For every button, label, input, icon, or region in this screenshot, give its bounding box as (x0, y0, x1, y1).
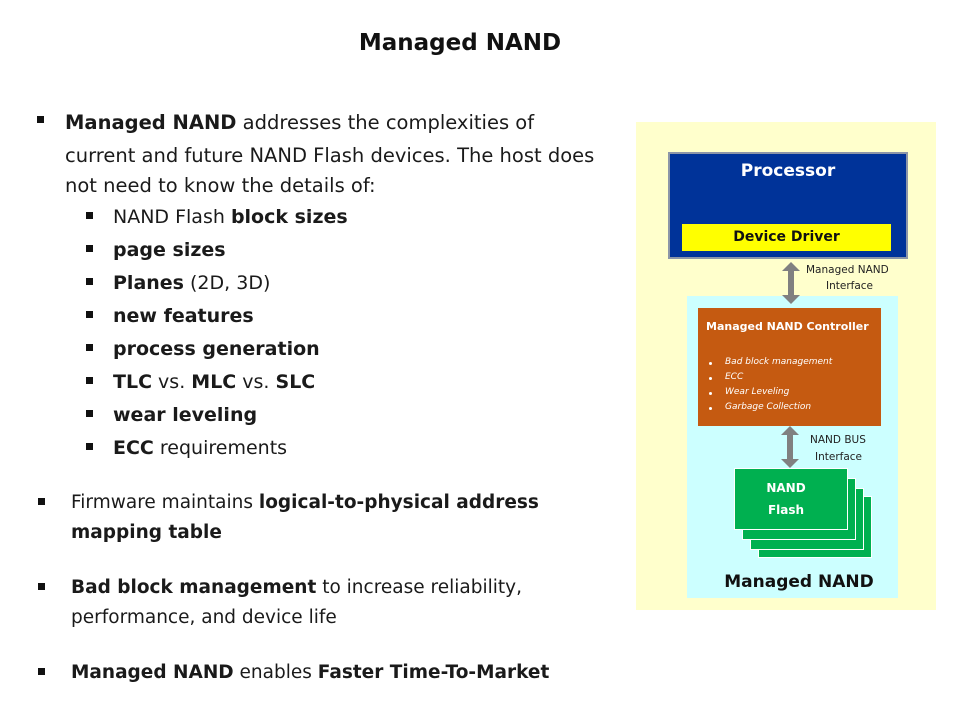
double-arrow-icon (781, 426, 799, 468)
nand-flash-chip (734, 468, 848, 530)
bullet-marker-icon (38, 668, 45, 675)
managed-nand-label: Managed NAND (724, 572, 874, 592)
sub-item-ecc: ECC requirements (113, 437, 288, 459)
sub-item-page-sizes: page sizes (113, 239, 226, 261)
sub-bullet-marker-icon (86, 443, 93, 450)
sub-bullet-marker-icon (86, 344, 93, 351)
controller-bullet-icon (709, 362, 712, 365)
nand-controller-block (698, 308, 881, 426)
nand-flash-label-1: NAND (766, 481, 806, 495)
sub-bullet-marker-icon (86, 278, 93, 285)
sub-bullet-marker-icon (86, 212, 93, 219)
firmware-line-1: Firmware maintains logical-to-physical a… (71, 492, 539, 513)
controller-item: ECC (725, 372, 744, 382)
managed-nand-interface-label-2: Interface (826, 280, 874, 292)
sub-item-block-sizes: NAND Flash block sizes (113, 206, 348, 228)
sub-item-new-features: new features (113, 305, 254, 327)
intro-line-1: Managed NAND addresses the complexities … (65, 111, 535, 134)
nand-flash-label-2: Flash (767, 503, 805, 517)
sub-bullet-marker-icon (86, 410, 93, 417)
sub-item-cell-types: TLC vs. MLC vs. SLC (113, 371, 316, 393)
device-driver-label: Device Driver (733, 229, 840, 245)
slide-title: Managed NAND (358, 30, 562, 56)
intro-line-2: current and future NAND Flash devices. T… (65, 144, 595, 167)
controller-title: Managed NAND Controller (706, 320, 869, 333)
controller-bullet-icon (709, 392, 712, 395)
sub-item-process-generation: process generation (113, 338, 320, 360)
controller-bullet-icon (709, 407, 712, 410)
bullet-marker-icon (38, 498, 45, 505)
controller-item: Wear Leveling (725, 387, 790, 397)
sub-bullet-marker-icon (86, 311, 93, 318)
device-driver-block (682, 224, 891, 251)
firmware-line-2: mapping table (71, 522, 222, 543)
badblock-line-1: Bad block management to increase reliabi… (71, 577, 522, 598)
ttm-line: Managed NAND enables Faster Time-To-Mark… (71, 662, 550, 683)
double-arrow-icon (782, 262, 800, 304)
bullet-marker-icon (38, 583, 45, 590)
controller-item: Bad block management (725, 357, 833, 367)
controller-bullet-icon (709, 377, 712, 380)
nand-bus-interface-label-1: NAND BUS (810, 434, 866, 446)
sub-bullet-marker-icon (86, 245, 93, 252)
sub-item-planes: Planes (2D, 3D) (113, 272, 271, 294)
badblock-line-2: performance, and device life (71, 607, 337, 628)
sub-bullet-marker-icon (86, 377, 93, 384)
nand-bus-interface-label-2: Interface (815, 451, 863, 463)
managed-nand-interface-label-1: Managed NAND (806, 264, 889, 276)
bullet-marker-icon (37, 116, 44, 123)
intro-line-3: not need to know the details of: (65, 174, 376, 197)
sub-item-wear-leveling: wear leveling (113, 404, 258, 426)
processor-label: Processor (740, 161, 836, 181)
controller-item: Garbage Collection (725, 402, 812, 412)
